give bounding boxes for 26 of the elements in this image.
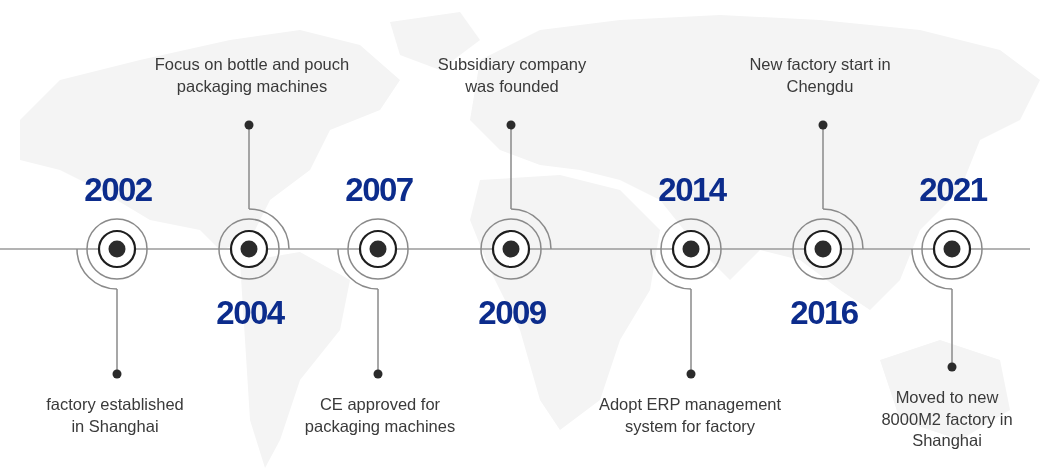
event-description: CE approved for packaging machines: [297, 394, 463, 437]
year-label: 2016: [790, 296, 858, 329]
event-description: New factory start in Chengdu: [735, 54, 905, 97]
year-label: 2021: [919, 173, 987, 206]
leader-line: [686, 288, 696, 379]
leader-line: [244, 120, 254, 210]
event-description: Adopt ERP management system for factory: [587, 394, 793, 437]
target-marker: [650, 218, 722, 290]
event-description: factory established in Shanghai: [40, 394, 190, 437]
event-description: Focus on bottle and pouch packaging machines: [139, 54, 365, 97]
year-label: 2004: [216, 296, 284, 329]
target-marker: [792, 208, 864, 280]
leader-line: [506, 120, 516, 210]
target-marker: [218, 208, 290, 280]
leader-line: [112, 288, 122, 379]
year-label: 2007: [345, 173, 413, 206]
year-label: 2009: [478, 296, 546, 329]
target-marker: [337, 218, 409, 290]
target-marker: [480, 208, 552, 280]
target-marker: [911, 218, 983, 290]
leader-line: [373, 288, 383, 379]
event-description: Subsidiary company was founded: [428, 54, 596, 97]
year-label: 2002: [84, 173, 152, 206]
leader-line: [818, 120, 828, 210]
target-marker: [76, 218, 148, 290]
year-label: 2014: [658, 173, 726, 206]
